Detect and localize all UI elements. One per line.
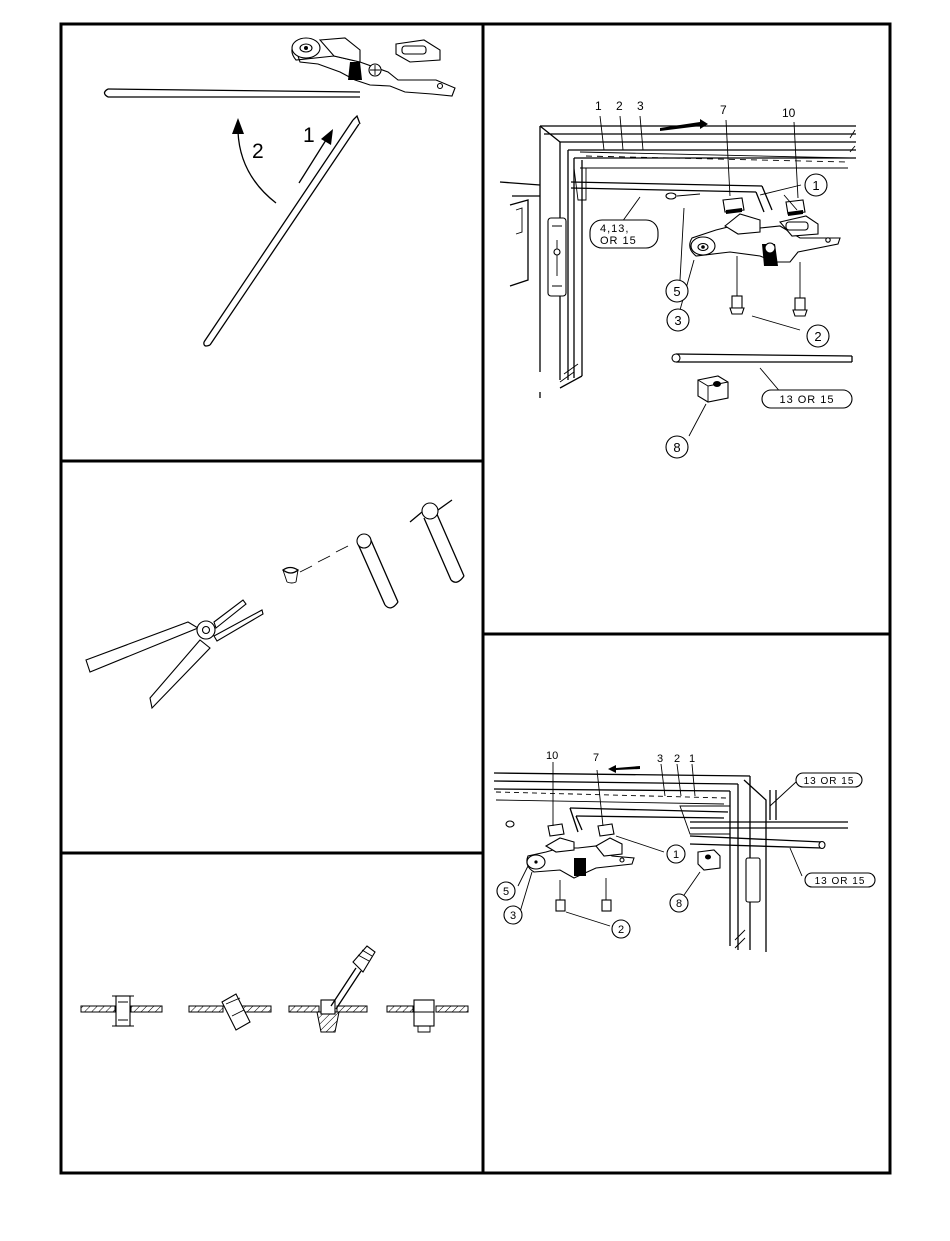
item-circle-1-right: 1 bbox=[667, 845, 685, 863]
clip-nuts-right bbox=[506, 821, 614, 836]
clip-nut-step-1 bbox=[81, 996, 162, 1026]
horizontal-rod bbox=[105, 89, 361, 97]
svg-text:5: 5 bbox=[503, 886, 509, 898]
hinge-bracket-right bbox=[527, 838, 634, 878]
panel-pliers-clip bbox=[86, 500, 464, 708]
svg-text:1: 1 bbox=[673, 849, 679, 861]
item-circle-8: 8 bbox=[666, 436, 688, 458]
callout-7: 7 bbox=[720, 103, 727, 117]
svg-text:8: 8 bbox=[676, 898, 682, 910]
part-label-4-13-15: 4,13, OR 15 bbox=[590, 220, 658, 248]
item-circle-1: 1 bbox=[805, 174, 827, 196]
panel-assembly-right-hand: 10 7 3 2 1 1 5 3 2 8 13 OR 15 bbox=[494, 750, 875, 952]
clip-nut-7 bbox=[723, 198, 744, 214]
step-label-2: 2 bbox=[252, 140, 264, 163]
part-label-13-or-15: 13 OR 15 bbox=[762, 390, 852, 408]
part-label-13-or-15-upper: 13 OR 15 bbox=[796, 773, 862, 787]
callout-3: 3 bbox=[637, 99, 644, 113]
callout-1-right: 1 bbox=[689, 753, 695, 765]
svg-text:3: 3 bbox=[674, 313, 681, 328]
retaining-clip bbox=[283, 546, 348, 583]
clip-nut-step-2 bbox=[189, 994, 271, 1030]
screws-right bbox=[556, 878, 611, 911]
item-circle-3-right: 3 bbox=[504, 906, 522, 924]
svg-text:13 OR 15: 13 OR 15 bbox=[779, 394, 834, 406]
screw-part-2-a bbox=[730, 256, 744, 314]
svg-text:8: 8 bbox=[673, 440, 680, 455]
clip-nut-step-3 bbox=[289, 946, 375, 1032]
svg-text:13 OR 15: 13 OR 15 bbox=[815, 876, 866, 887]
item-circle-3: 3 bbox=[667, 309, 689, 331]
callout-3-right: 3 bbox=[657, 753, 663, 765]
callout-1: 1 bbox=[595, 99, 602, 113]
callout-10-right: 10 bbox=[546, 750, 558, 762]
clip-right-8 bbox=[698, 850, 720, 870]
clip-nut-step-4 bbox=[387, 1000, 468, 1032]
svg-text:5: 5 bbox=[673, 284, 680, 299]
callout-2-right: 2 bbox=[674, 753, 680, 765]
inserted-rod bbox=[204, 116, 360, 346]
callout-10: 10 bbox=[782, 106, 796, 120]
svg-text:3: 3 bbox=[510, 910, 516, 922]
callout-7-right: 7 bbox=[593, 752, 599, 764]
screw-part-2-b bbox=[793, 262, 807, 316]
rod-end-clip-open bbox=[357, 534, 398, 608]
clip-part-5 bbox=[666, 193, 700, 199]
rod-end-clip-installed bbox=[410, 500, 464, 582]
svg-text:2: 2 bbox=[618, 924, 624, 936]
clip-part-8 bbox=[698, 376, 728, 402]
needle-nose-pliers bbox=[86, 600, 263, 708]
svg-text:2: 2 bbox=[814, 329, 821, 344]
hinge-bracket-part-3 bbox=[690, 214, 840, 266]
svg-text:OR 15: OR 15 bbox=[600, 235, 637, 247]
hinge-bracket bbox=[292, 38, 455, 96]
item-circle-5-right: 5 bbox=[497, 882, 515, 900]
part-label-13-or-15-lower: 13 OR 15 bbox=[805, 873, 875, 887]
item-circle-5: 5 bbox=[666, 280, 688, 302]
svg-text:4,13,: 4,13, bbox=[600, 223, 629, 235]
panel-assembly-left-hand: 1 2 3 7 10 1 5 3 2 8 4,13, OR 15 bbox=[500, 99, 856, 458]
item-circle-2: 2 bbox=[807, 325, 829, 347]
callout-2: 2 bbox=[616, 99, 623, 113]
rod-13-or-15 bbox=[672, 354, 852, 362]
svg-text:1: 1 bbox=[812, 178, 819, 193]
panel-rod-insertion: 2 1 bbox=[105, 38, 456, 346]
panel-clip-nut-installation bbox=[81, 946, 468, 1032]
item-circle-2-right: 2 bbox=[612, 920, 630, 938]
item-circle-8-right: 8 bbox=[670, 894, 688, 912]
svg-text:13 OR 15: 13 OR 15 bbox=[804, 776, 855, 787]
step-label-1: 1 bbox=[303, 124, 315, 147]
rod-right-lower bbox=[690, 836, 825, 849]
